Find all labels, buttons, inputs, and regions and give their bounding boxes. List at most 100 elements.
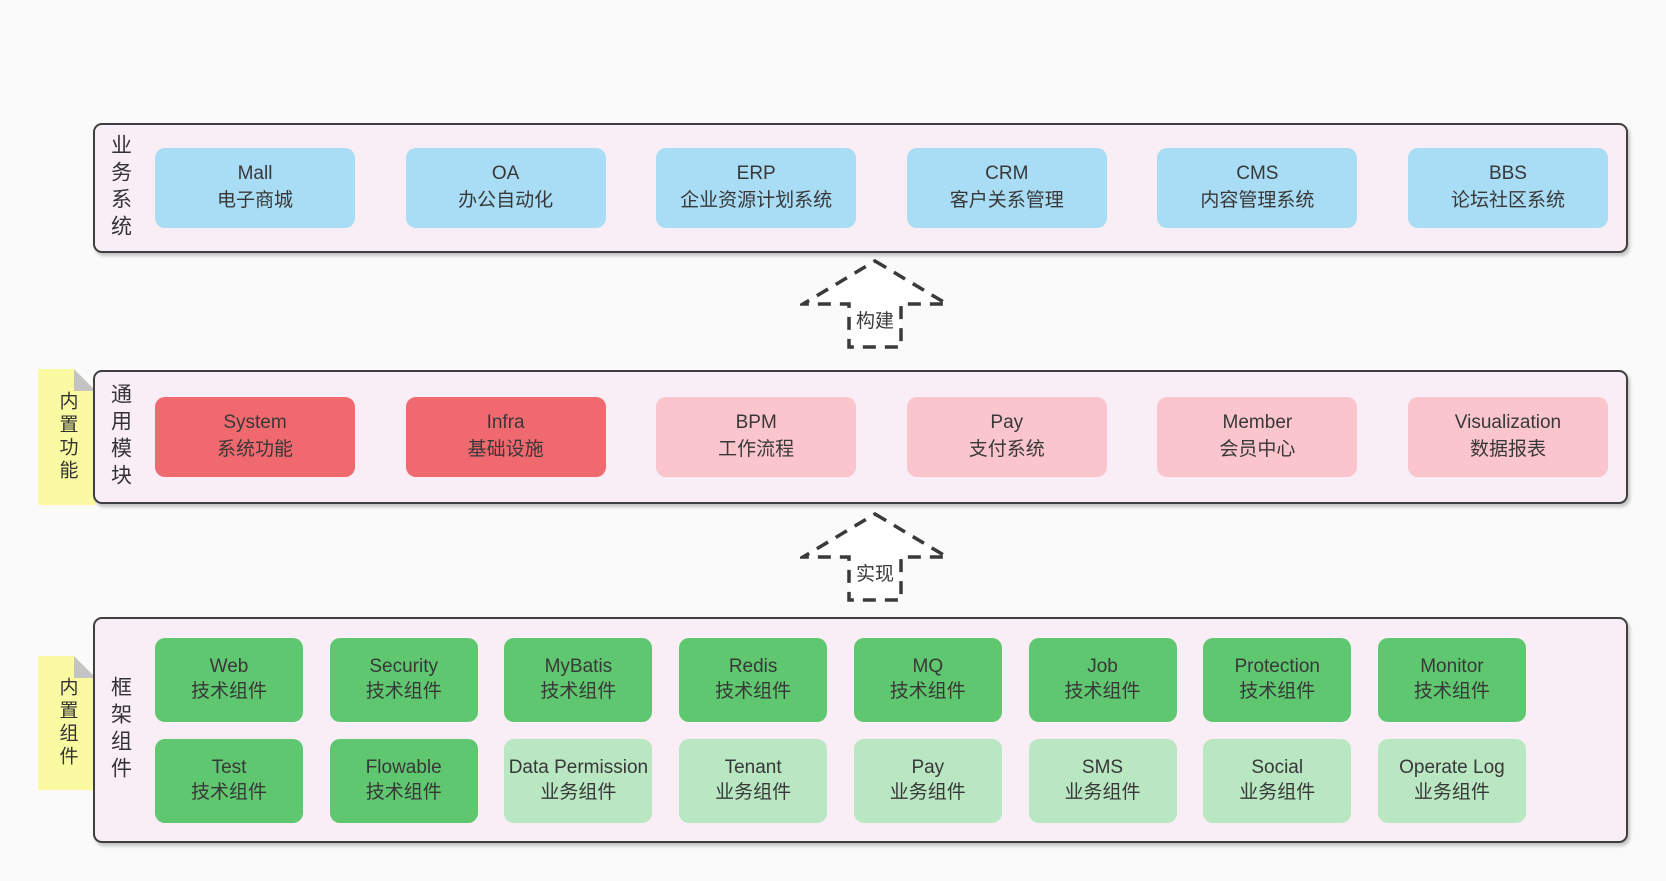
arrow-label: 实现 — [852, 559, 898, 586]
box-name: Redis — [728, 656, 778, 678]
box-name: Mall — [237, 163, 273, 185]
box-data-permission: Data Permission 业务组件 — [504, 738, 653, 823]
box-desc: 技术组件 — [190, 680, 267, 702]
box-name: Pay — [911, 757, 945, 779]
sticky-note-label: 内置功能 — [56, 391, 78, 483]
box-desc: 业务组件 — [889, 781, 966, 803]
box-name: CMS — [1236, 163, 1279, 185]
band-business-systems: 业务系统 Mall 电子商城 OA 办公自动化 ERP 企业资源计划系统 CRM… — [93, 123, 1628, 253]
box-member: Member 会员中心 — [1157, 397, 1358, 477]
box-name: Flowable — [365, 757, 442, 779]
box-crm: CRM 客户关系管理 — [906, 148, 1107, 228]
box-desc: 技术组件 — [190, 781, 267, 803]
box-security: Security 技术组件 — [329, 637, 478, 722]
box-name: Social — [1251, 757, 1304, 779]
box-test: Test 技术组件 — [155, 738, 303, 823]
box-desc: 基础设施 — [467, 439, 544, 460]
band-label-common-modules: 通用模块 — [108, 383, 132, 491]
box-name: Test — [211, 757, 247, 779]
box-desc: 技术组件 — [365, 781, 442, 803]
box-monitor: Monitor 技术组件 — [1377, 637, 1526, 722]
dashed-up-arrow-icon — [800, 258, 950, 349]
box-name: OA — [491, 163, 520, 185]
box-desc: 技术组件 — [365, 680, 442, 702]
box-desc: 业务组件 — [1239, 781, 1316, 803]
framework-components-rows: Web 技术组件 Security 技术组件 MyBatis 技术组件 Redi… — [145, 637, 1626, 823]
box-name: SMS — [1081, 757, 1124, 779]
box-pay-component: Pay 业务组件 — [853, 738, 1002, 823]
box-desc: 业务组件 — [1413, 781, 1490, 803]
box-pay-module: Pay 支付系统 — [906, 397, 1107, 477]
box-desc: 支付系统 — [968, 439, 1045, 460]
sticky-note-built-in-functions: 内置功能 — [38, 369, 96, 505]
box-name: Web — [209, 656, 249, 678]
box-name: ERP — [736, 163, 776, 185]
box-system: System 系统功能 — [155, 397, 355, 477]
box-desc: 系统功能 — [216, 439, 293, 460]
build-arrow: 构建 — [800, 257, 950, 351]
band-label-business-systems: 业务系统 — [108, 134, 132, 242]
box-name: Monitor — [1420, 656, 1484, 678]
box-desc: 业务组件 — [1064, 781, 1141, 803]
box-flowable: Flowable 技术组件 — [329, 738, 478, 823]
box-desc: 客户关系管理 — [949, 190, 1064, 211]
box-desc: 业务组件 — [540, 781, 617, 803]
box-name: Security — [369, 656, 439, 678]
box-name: CRM — [985, 163, 1029, 185]
box-web: Web 技术组件 — [155, 637, 303, 722]
box-tenant: Tenant 业务组件 — [679, 738, 828, 823]
box-sms: SMS 业务组件 — [1028, 738, 1177, 823]
box-oa: OA 办公自动化 — [405, 148, 606, 228]
box-name: Job — [1087, 656, 1118, 678]
tech-components-row: Web 技术组件 Security 技术组件 MyBatis 技术组件 Redi… — [155, 637, 1526, 722]
box-desc: 电子商城 — [216, 190, 293, 211]
box-job: Job 技术组件 — [1028, 637, 1177, 722]
box-desc: 数据报表 — [1469, 439, 1546, 460]
box-cms: CMS 内容管理系统 — [1157, 148, 1358, 228]
box-desc: 技术组件 — [889, 680, 966, 702]
band-common-modules: 通用模块 System 系统功能 Infra 基础设施 BPM 工作流程 Pay… — [93, 370, 1628, 504]
box-desc: 技术组件 — [715, 680, 792, 702]
box-desc: 技术组件 — [1239, 680, 1316, 702]
box-desc: 会员中心 — [1219, 439, 1296, 460]
box-bbs: BBS 论坛社区系统 — [1407, 148, 1608, 228]
box-desc: 工作流程 — [718, 439, 795, 460]
box-desc: 企业资源计划系统 — [680, 190, 833, 211]
box-name: Infra — [486, 412, 525, 434]
box-desc: 办公自动化 — [458, 190, 554, 211]
common-modules-row: System 系统功能 Infra 基础设施 BPM 工作流程 Pay 支付系统… — [145, 397, 1626, 477]
box-protection: Protection 技术组件 — [1203, 637, 1352, 722]
box-name: Visualization — [1454, 412, 1562, 434]
box-name: BBS — [1488, 163, 1527, 185]
box-name: BPM — [735, 412, 777, 434]
box-name: Protection — [1234, 656, 1320, 678]
box-name: Member — [1222, 412, 1293, 434]
box-mall: Mall 电子商城 — [155, 148, 355, 228]
box-name: MQ — [912, 656, 944, 678]
arrow-label: 构建 — [852, 306, 898, 333]
sticky-note-built-in-components: 内置组件 — [38, 656, 96, 790]
box-desc: 技术组件 — [1064, 680, 1141, 702]
box-infra: Infra 基础设施 — [405, 397, 606, 477]
box-name: MyBatis — [544, 656, 613, 678]
box-desc: 内容管理系统 — [1200, 190, 1315, 211]
box-visualization: Visualization 数据报表 — [1407, 397, 1608, 477]
band-framework-components: 框架组件 Web 技术组件 Security 技术组件 MyBatis 技术组件… — [93, 617, 1628, 843]
biz-components-row: Test 技术组件 Flowable 技术组件 Data Permission … — [155, 738, 1526, 823]
box-desc: 技术组件 — [1413, 680, 1490, 702]
box-redis: Redis 技术组件 — [679, 637, 828, 722]
box-name: System — [223, 412, 287, 434]
band-label-framework-components: 框架组件 — [108, 676, 132, 784]
box-desc: 业务组件 — [715, 781, 792, 803]
box-erp: ERP 企业资源计划系统 — [656, 148, 857, 228]
box-desc: 技术组件 — [540, 680, 617, 702]
dashed-up-arrow-icon — [800, 511, 950, 602]
box-name: Data Permission — [508, 757, 649, 779]
box-social: Social 业务组件 — [1203, 738, 1352, 823]
implement-arrow: 实现 — [800, 510, 950, 604]
box-name: Operate Log — [1399, 757, 1505, 779]
box-mybatis: MyBatis 技术组件 — [504, 637, 653, 722]
box-name: Tenant — [724, 757, 782, 779]
business-systems-row: Mall 电子商城 OA 办公自动化 ERP 企业资源计划系统 CRM 客户关系… — [145, 148, 1626, 228]
